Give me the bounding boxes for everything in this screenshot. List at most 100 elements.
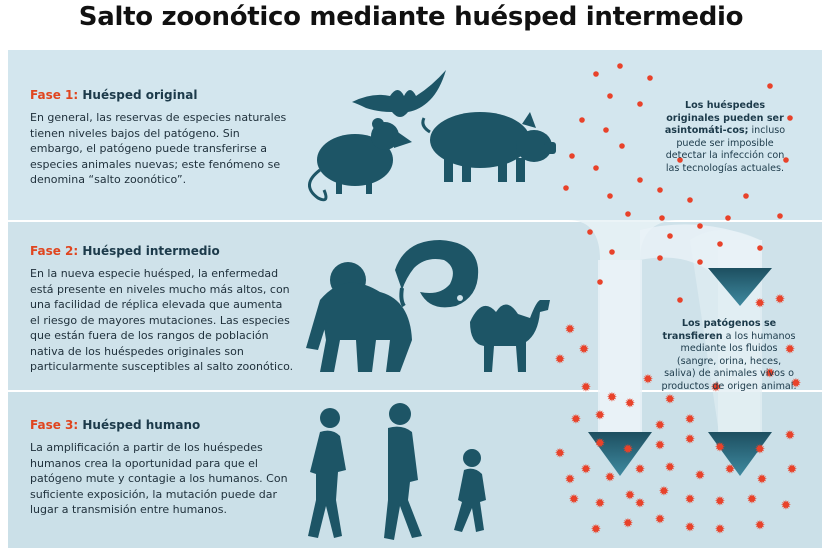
pathogen-dot [619,143,625,149]
phase-3-text: La amplificación a partir de los huésped… [30,441,288,516]
pathogen-star: ✹ [625,397,636,412]
phase-3: Fase 3: Huésped humano La amplificación … [30,418,295,518]
arrow-head-mid [708,268,772,306]
note-2-bold: Los patógenos se transfieren [662,318,777,342]
pathogen-dot [625,211,631,217]
pathogen-star: ✹ [725,463,736,478]
pathogen-star: ✹ [595,437,606,452]
note-2-rest: a los humanos mediante los fluidos (sang… [661,330,797,392]
pathogen-star: ✹ [581,463,592,478]
phase-1-band [8,50,822,220]
pig-icon [421,112,556,182]
pathogen-dot [657,255,663,261]
pathogen-dot [725,215,731,221]
pathogen-dot [607,93,613,99]
pathogen-star: ✹ [625,489,636,504]
pathogen-star: ✹ [755,443,766,458]
pathogen-dot [593,71,599,77]
pathogen-dot [783,157,789,163]
phase-1-name: Huésped original [82,88,198,102]
phase-1-number: Fase 1: [30,88,79,102]
pathogen-star: ✹ [781,499,792,514]
phase-3-name: Huésped humano [82,418,201,432]
pathogen-star: ✹ [695,469,706,484]
man-icon [384,403,422,540]
pathogen-star: ✹ [571,413,582,428]
pathogen-star: ✹ [581,381,592,396]
pathogen-star: ✹ [595,497,606,512]
pathogen-star: ✹ [565,323,576,338]
pathogen-star: ✹ [685,493,696,508]
pathogen-dot [687,197,693,203]
phase-3-heading: Fase 3: Huésped humano [30,418,295,432]
pathogen-star: ✹ [655,419,666,434]
pathogen-dot [609,249,615,255]
pathogen-dot [757,245,763,251]
pathogen-dot [579,117,585,123]
pathogen-star: ✹ [565,473,576,488]
pathogen-dot [617,63,623,69]
pathogen-star: ✹ [555,353,566,368]
pathogen-dot [667,233,673,239]
pathogen-dot [563,185,569,191]
pathogen-star: ✹ [711,381,722,396]
pathogen-star: ✹ [569,493,580,508]
phase-2-heading: Fase 2: Huésped intermedio [30,244,295,258]
pathogen-star: ✹ [775,293,786,308]
pathogen-dot [677,297,683,303]
pathogen-dot [657,187,663,193]
arrow-head-right [708,432,772,476]
pathogen-star: ✹ [785,429,796,444]
pathogen-star: ✹ [635,497,646,512]
pathogen-star: ✹ [685,521,696,536]
pathogen-dot [777,213,783,219]
phase-1-text: En general, las reservas de especies nat… [30,111,287,186]
pathogen-star: ✹ [757,473,768,488]
pathogen-dot [569,153,575,159]
note-transmission: Los patógenos se transfieren a los human… [660,318,798,393]
pathogen-star: ✹ [579,343,590,358]
pathogen-dot [597,279,603,285]
pathogen-star: ✹ [755,519,766,534]
pathogen-dot [587,229,593,235]
pathogen-dot [637,101,643,107]
pathogen-star: ✹ [685,433,696,448]
phase-3-number: Fase 3: [30,418,79,432]
pathogen-dot [743,193,749,199]
pathogen-dot [787,115,793,121]
phase-2-text: En la nueva especie huésped, la enfermed… [30,267,294,373]
pathogen-dot [697,259,703,265]
phase-1: Fase 1: Huésped original En general, las… [30,88,295,188]
pathogen-star: ✹ [715,495,726,510]
page-title: Salto zoonótico mediante huésped interme… [78,2,744,32]
camel-icon [470,300,550,372]
phase-2-number: Fase 2: [30,244,79,258]
pathogen-star: ✹ [665,393,676,408]
pathogen-star: ✹ [715,441,726,456]
pathogen-dot [647,75,653,81]
pangolin-icon [395,240,479,308]
pathogen-star: ✹ [787,463,798,478]
pathogen-dot [717,241,723,247]
pathogen-particles: ✹✹✹✹✹✹✹✹✹✹✹✹✹✹✹✹✹✹✹✹✹✹✹✹✹✹✹✹✹✹✹✹✹✹✹✹✹✹✹✹… [555,63,802,538]
gorilla-icon [306,262,412,372]
phase-2-name: Huésped intermedio [82,244,220,258]
note-asymptomatic: Los huéspedes originales pueden ser asin… [660,100,790,175]
rat-icon [308,118,412,202]
pathogen-star: ✹ [659,485,670,500]
pathogen-star: ✹ [643,373,654,388]
note-1-bold: Los huéspedes originales pueden ser asin… [664,100,784,136]
pathogen-dot [637,177,643,183]
pathogen-star: ✹ [591,523,602,538]
pathogen-dot [603,127,609,133]
pathogen-star: ✹ [555,447,566,462]
pathogen-dot [659,215,665,221]
pathogen-star: ✹ [765,367,776,382]
pathogen-star: ✹ [665,461,676,476]
pathogen-star: ✹ [623,517,634,532]
note-1-rest: incluso puede ser imposible detectar la … [665,125,786,174]
arrow-head-left [588,432,652,476]
child-icon [454,449,486,532]
pathogen-dot [607,193,613,199]
